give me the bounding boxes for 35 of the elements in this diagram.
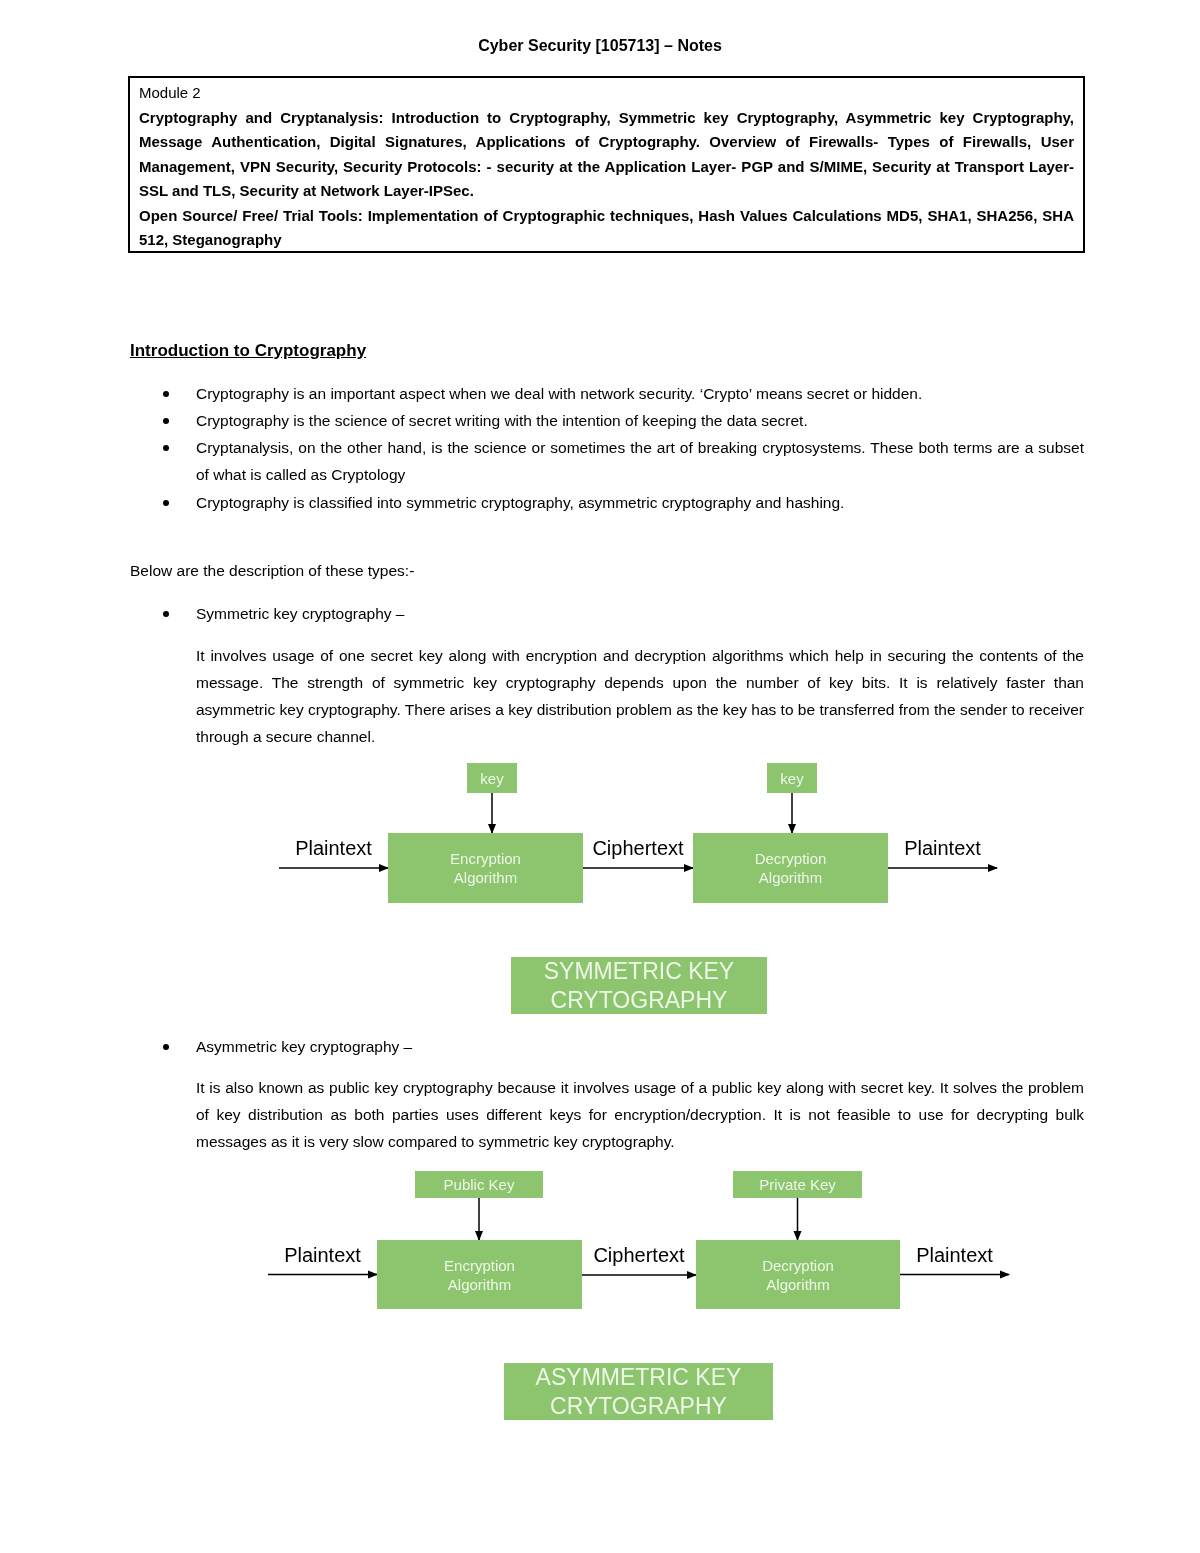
module-topics: Open Source/ Free/ Trial Tools: Implementation of Cryptographic techniques, Hash Values Calculations MD5, SHA1, SHA256, SHA 512, Steganography [139,205,1074,250]
arrow [582,864,694,872]
page-header: Cyber Security [105713] – Notes [477,37,723,55]
algorithm-box: Encryption Algorithm [388,833,583,903]
bullet-heading: Asymmetric key cryptography – [196,1037,414,1057]
caption-banner: ASYMMETRIC KEY CRYTOGRAPHY [504,1363,773,1420]
bullet-text: Cryptanalysis, on the other hand, is the science or sometimes the art of breaking cryptosystems. These both terms are a subset of what is called as Cryptology [196,438,1084,485]
paragraph: It is also known as public key cryptography because it involves usage of a public key along with secret key. It solves the problem of key distribution as both parties uses different keys for encryption/decryption. It is not feasible to use for decrypting bulk messages as it is very slow compared to symmetric key cryptography. [196,1078,1084,1152]
algorithm-box: Encryption Algorithm [377,1240,582,1309]
arrow [267,1270,378,1279]
arrow [887,864,998,872]
key-box: Private Key [733,1171,862,1198]
arrow [278,864,389,872]
module-topics: Cryptography and Cryptanalysis: Introduction to Cryptography, Symmetric key Cryptography, Asymmetric key Cryptography, Message Authentication, Digital Signatures, Applications of Cryptography. Overview of Firewalls- Types of Firewalls, User Management, VPN Security, Security Protocols: - security at the Application Layer- PGP and S/MIME, Security at Transport Layer- SSL and TLS, Security at Network Layer-IPSec. [139,107,1074,201]
bullet-text: Cryptography is classified into symmetric cryptography, asymmetric cryptography and hashing. [196,493,846,513]
algorithm-box: Decryption Algorithm [696,1240,900,1309]
key-box: key [767,763,817,793]
body-text: Below are the description of these types:- [130,561,416,581]
section-heading: Introduction to Cryptography [130,340,367,362]
key-box: key [467,763,517,793]
arrow [788,792,796,834]
arrow [475,1197,483,1241]
bullet-heading: Symmetric key cryptography – [196,604,406,624]
algorithm-box: Decryption Algorithm [693,833,888,903]
paragraph: It involves usage of one secret key along with encryption and decryption algorithms which help in securing the contents of the message. The strength of symmetric key cryptography depends upon the number of key bits. It is relatively faster than asymmetric key cryptography. There arises a key distribution problem as the key has to be transferred from the sender to receiver through a secure channel. [196,646,1084,747]
arrow [581,1271,697,1279]
module-heading: Module 2 [139,83,202,103]
bullet-text: Cryptography is the science of secret writing with the intention of keeping the data secret. [196,411,809,431]
arrow [488,792,496,834]
arrow [793,1197,802,1241]
bullet-text: Cryptography is an important aspect when we deal with network security. ‘Crypto’ means secret or hidden. [196,384,924,404]
module-box [128,76,1085,253]
key-box: Public Key [415,1171,543,1198]
caption-banner: SYMMETRIC KEY CRYTOGRAPHY [511,957,767,1014]
arrow [899,1270,1010,1279]
